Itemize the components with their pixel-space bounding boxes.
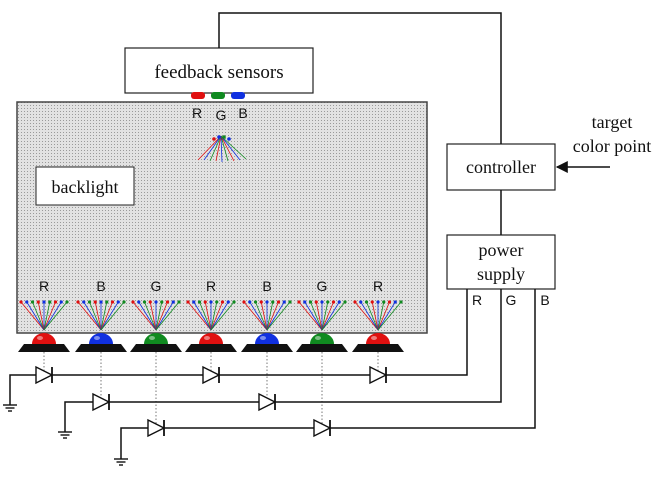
diode-symbol — [258, 392, 277, 412]
led-5-b: B — [241, 278, 293, 402]
string-wire — [64, 401, 275, 432]
backlight-label: backlight — [52, 177, 119, 197]
led-dome — [366, 333, 390, 344]
feedback-sensors-label: feedback sensors — [154, 62, 283, 83]
supply-label-g: G — [506, 292, 517, 308]
string-wire — [9, 374, 387, 405]
led-4-r: R — [185, 278, 237, 375]
target-label-line1: target — [592, 112, 633, 132]
led-rays — [242, 300, 292, 331]
led-string-b — [114, 418, 333, 466]
sensor-label-b: B — [238, 105, 247, 121]
led-1-r: R — [18, 278, 70, 375]
led-dome — [310, 333, 334, 344]
power-supply-label-line1: power — [479, 240, 524, 260]
sensor-chip-r — [191, 92, 205, 99]
led-3-g: G — [130, 278, 182, 428]
led-label: R — [373, 278, 383, 294]
ground-symbol — [58, 431, 72, 439]
led-dome — [199, 333, 223, 344]
diode-symbol — [369, 365, 388, 385]
led-rays — [297, 300, 347, 331]
led-dome — [32, 333, 56, 344]
sensor-label-r: R — [192, 105, 202, 121]
led-7-r: R — [352, 278, 404, 375]
controller-label: controller — [466, 157, 536, 177]
diode-symbol — [92, 392, 111, 412]
ground-symbol — [3, 404, 17, 412]
power-supply-box — [446, 234, 556, 290]
led-base — [130, 344, 182, 352]
sensor-chip-g — [211, 92, 225, 99]
led-label: B — [262, 278, 271, 294]
diode-symbol — [202, 365, 221, 385]
sensor-chips — [191, 92, 245, 99]
feedback-wire — [218, 12, 502, 144]
target-label-line2: color point — [573, 136, 652, 156]
led-dome — [144, 333, 168, 344]
led-rays — [19, 300, 69, 331]
sensor-label-g: G — [216, 107, 227, 123]
diode-symbol — [313, 418, 332, 438]
led-base — [241, 344, 293, 352]
sensor-chip-b — [231, 92, 245, 99]
led-rays — [186, 300, 236, 331]
led-label: G — [151, 278, 162, 294]
led-rays — [76, 300, 126, 331]
supply-label-r: R — [472, 292, 482, 308]
led-2-b: B — [75, 278, 127, 402]
led-dome — [255, 333, 279, 344]
led-strings — [3, 365, 388, 466]
led-label: R — [206, 278, 216, 294]
supply-wires — [275, 289, 536, 429]
led-rays — [131, 300, 181, 331]
led-base — [185, 344, 237, 352]
diode-symbol — [147, 418, 166, 438]
led-base — [352, 344, 404, 352]
led-base — [75, 344, 127, 352]
diode-symbol — [35, 365, 54, 385]
backlight-label-box — [35, 166, 135, 206]
led-rays — [353, 300, 403, 331]
ground-symbol — [114, 458, 128, 466]
sensor-ray-bundle — [197, 135, 247, 163]
led-label: B — [96, 278, 105, 294]
led-dome — [89, 333, 113, 344]
led-6-g: G — [296, 278, 348, 428]
led-base — [18, 344, 70, 352]
led-label: G — [317, 278, 328, 294]
power-supply-label-line2: supply — [477, 264, 525, 284]
supply-label-b: B — [540, 292, 549, 308]
led-string-r — [3, 365, 388, 412]
led-base — [296, 344, 348, 352]
string-wire — [120, 427, 333, 459]
led-string-g — [58, 392, 277, 439]
led-label: R — [39, 278, 49, 294]
